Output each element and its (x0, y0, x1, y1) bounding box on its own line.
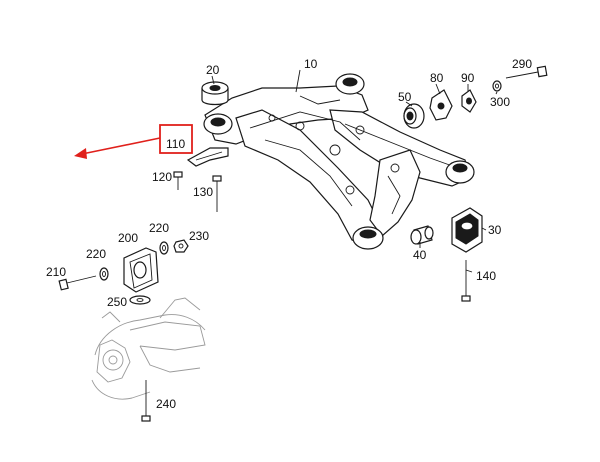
callout-210: 210 (46, 265, 66, 279)
callout-40: 40 (413, 248, 427, 262)
callout-50: 50 (398, 90, 412, 104)
callout-140: 140 (476, 269, 496, 283)
callout-labels: 10 20 30 40 50 80 90 110 120 130 140 200… (46, 57, 532, 411)
bracket-110 (186, 147, 229, 167)
bolt-290 (505, 65, 548, 79)
callout-120: 120 (152, 170, 172, 184)
callout-20: 20 (206, 63, 220, 77)
highlight-box (159, 124, 193, 154)
bolt-240 (141, 380, 151, 422)
callout-80: 80 (430, 71, 444, 85)
callout-300: 300 (490, 95, 510, 109)
bolt-210 (58, 275, 97, 291)
callout-230: 230 (189, 229, 209, 243)
washer-300 (492, 80, 502, 92)
callout-200: 200 (118, 231, 138, 245)
differential-housing-outline (91, 297, 206, 400)
highlight-arrow-shaft (81, 137, 161, 155)
washer-220-right (159, 241, 169, 255)
callout-110: 110 (166, 137, 185, 151)
callout-90: 90 (461, 71, 475, 85)
highlight-callout (74, 124, 193, 159)
callout-290: 290 (512, 57, 532, 71)
mount-200 (123, 247, 159, 293)
plate-90 (461, 89, 477, 113)
bolt-130 (212, 175, 222, 212)
callout-220-right: 220 (149, 221, 169, 235)
bushing-40 (410, 225, 434, 245)
bolt-120 (173, 171, 183, 190)
washer-250 (129, 295, 151, 305)
leader-lines (211, 69, 498, 273)
callout-240: 240 (156, 397, 176, 411)
callout-250: 250 (107, 295, 127, 309)
bolt-140 (461, 260, 471, 302)
nut-230 (173, 239, 189, 253)
bushing-20 (201, 81, 229, 106)
callout-30: 30 (488, 223, 502, 237)
bracket-80 (429, 89, 453, 121)
bushing-50 (403, 103, 425, 129)
callout-220-left: 220 (86, 247, 106, 261)
rear-subframe (203, 73, 475, 250)
highlight-arrow-head (74, 148, 87, 159)
washer-220-left (99, 267, 109, 281)
callout-130: 130 (193, 185, 213, 199)
mount-30 (451, 207, 483, 253)
callout-10: 10 (304, 57, 318, 71)
